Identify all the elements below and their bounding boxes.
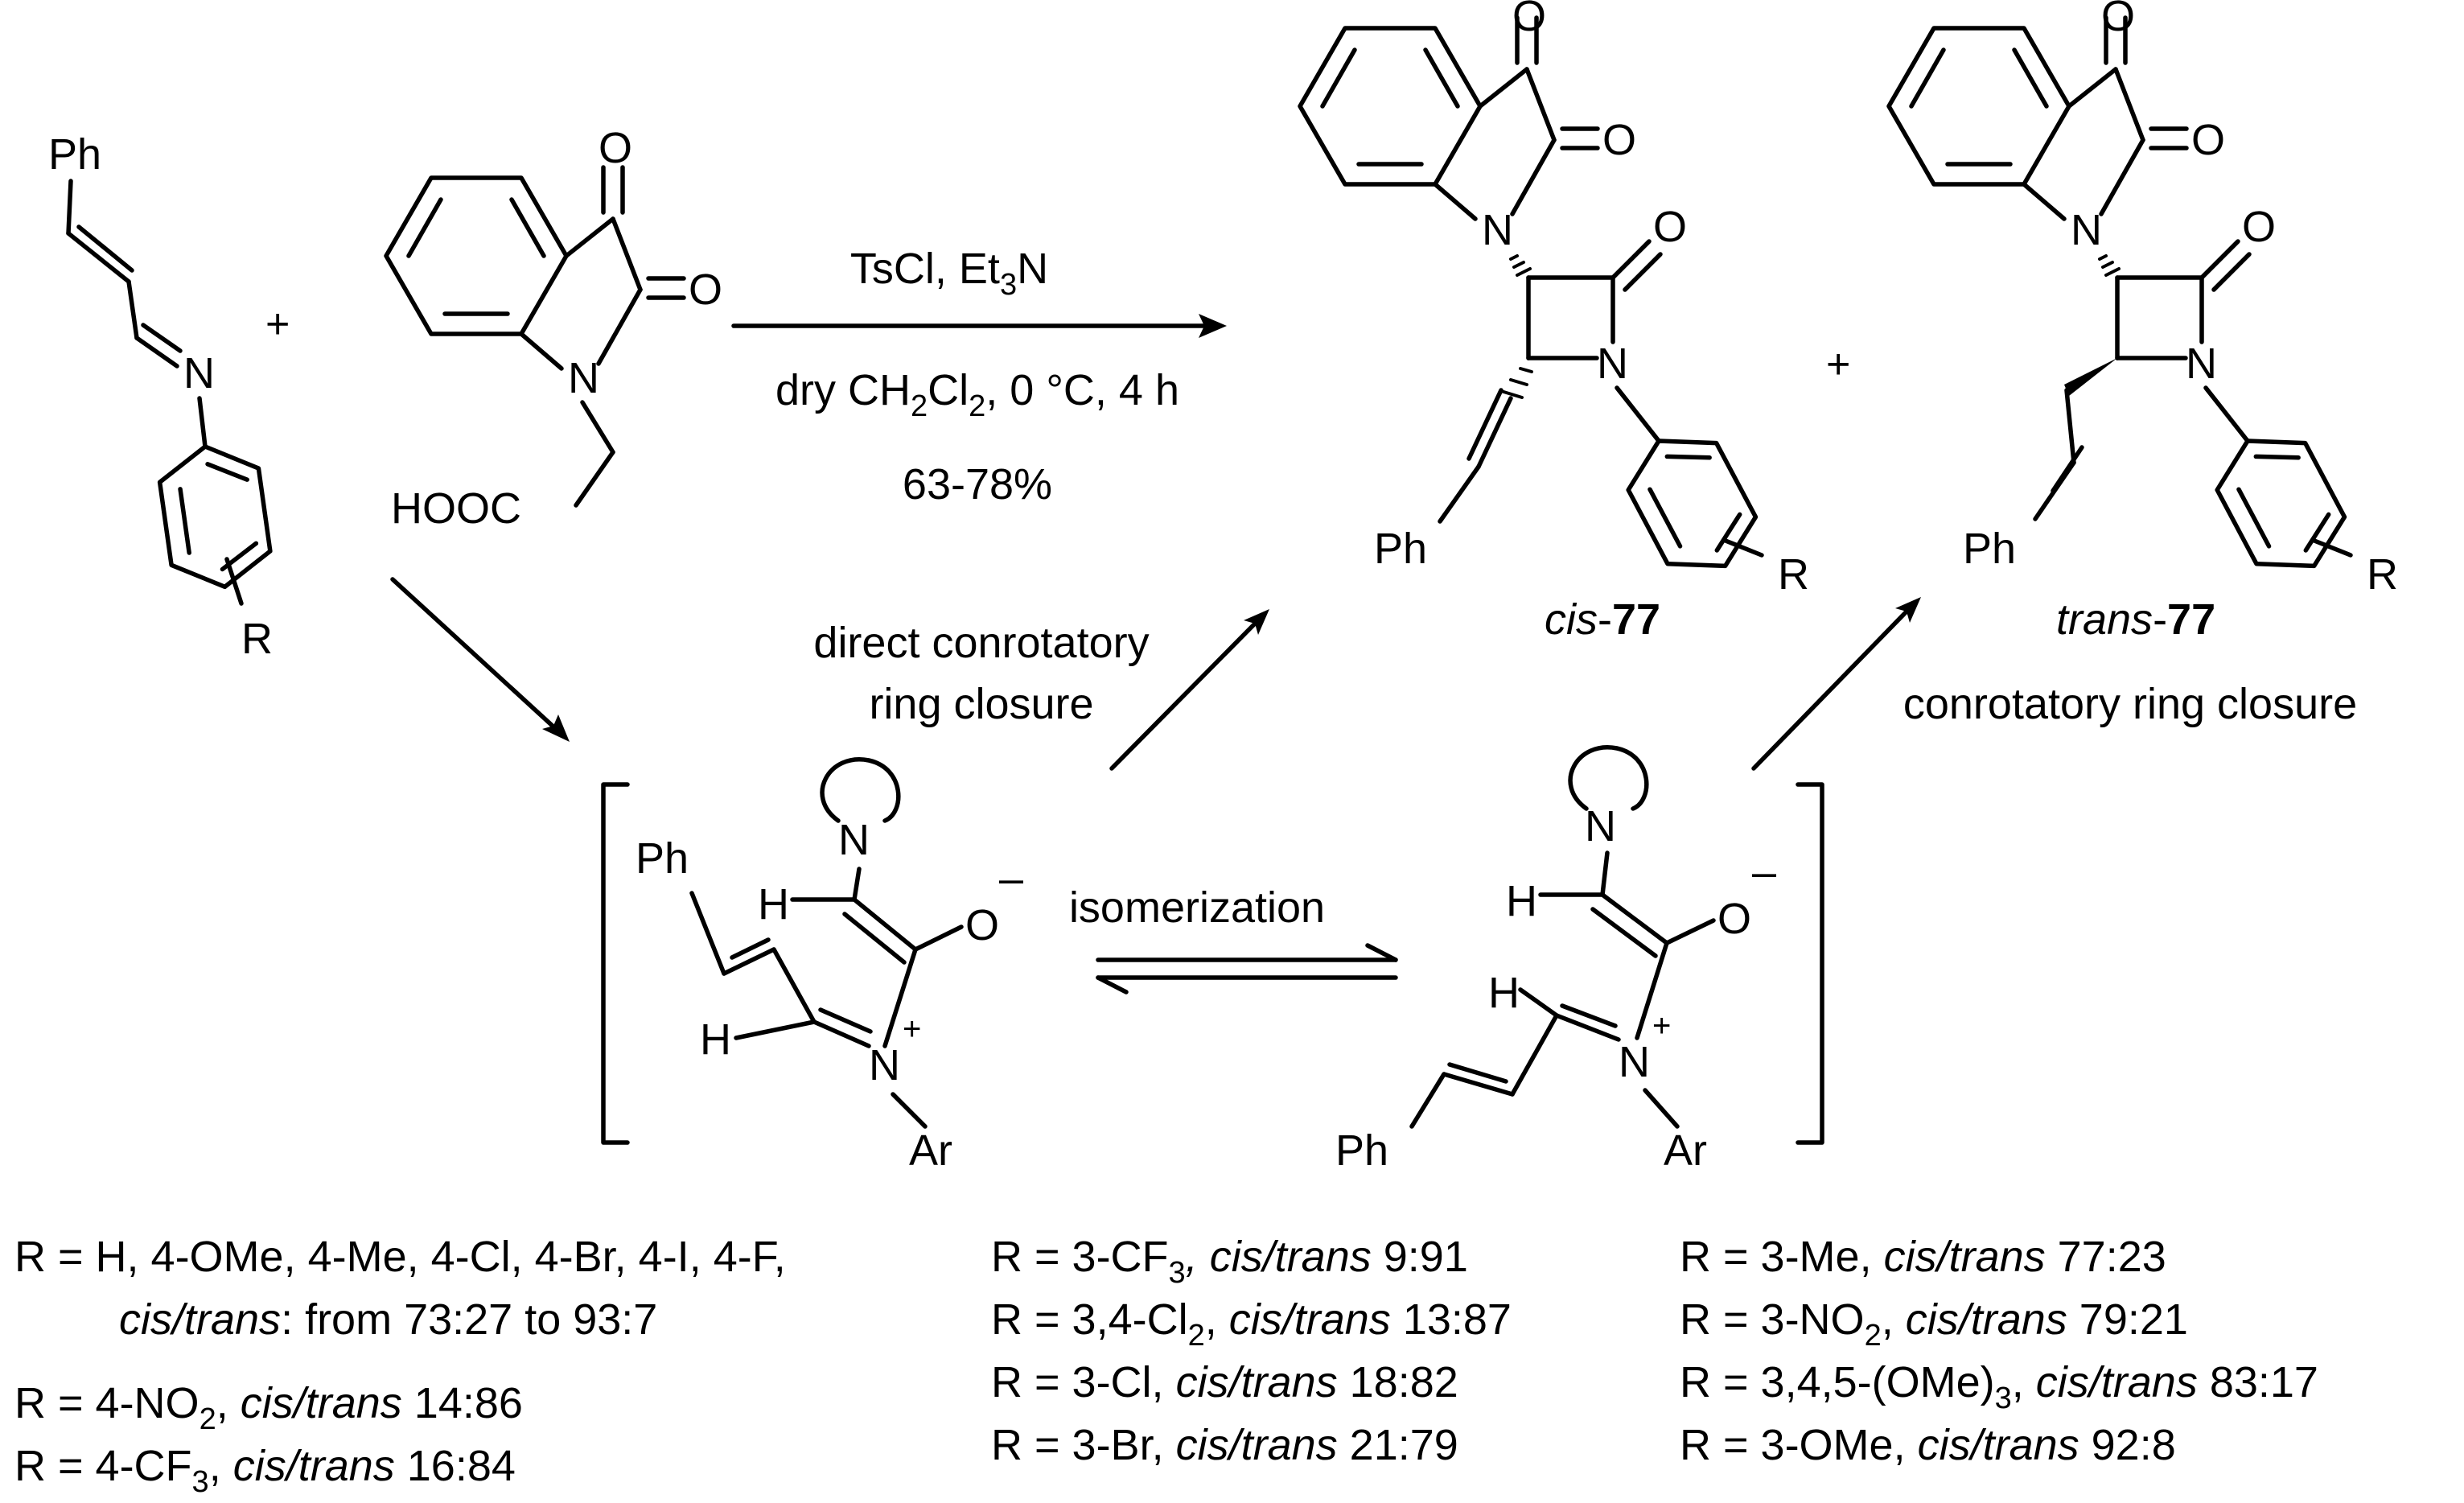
col2-row1: R = 3-CF3, cis/trans 9:91: [991, 1233, 1468, 1290]
col3-row4: R = 3-OMe, cis/trans 92:8: [1680, 1421, 2176, 1469]
right-int-plus-charge: +: [1652, 1008, 1671, 1044]
imine-n-label: N: [183, 349, 215, 397]
isomerization-label: isomerization: [1069, 883, 1325, 932]
right-int-minus: –: [1752, 848, 1776, 896]
trans-n1-label: N: [2071, 206, 2102, 254]
substituent-table: R = H, 4-OMe, 4-Me, 4-Cl, 4-Br, 4-I, 4-F…: [14, 1233, 2318, 1499]
bracket-left: [601, 782, 630, 1145]
left-int-minus: –: [999, 854, 1023, 903]
hooc-label: HOOC: [391, 484, 521, 533]
col1-row2: cis/trans: from 73:27 to 93:7: [119, 1295, 657, 1344]
col2-row4: R = 3-Br, cis/trans 21:79: [991, 1421, 1458, 1469]
trans-wedge-bond: [2064, 358, 2117, 396]
main-reaction-arrow: [731, 314, 1227, 338]
right-int-ph: Ph: [1335, 1126, 1388, 1175]
arrow-conrotatory-closure: [1751, 597, 1921, 771]
left-int-ar: Ar: [909, 1126, 952, 1175]
cis-o1-label: O: [1512, 0, 1546, 40]
left-int-o: O: [965, 901, 999, 949]
cis-n1-label: N: [1482, 206, 1513, 254]
right-int-ar: Ar: [1664, 1126, 1707, 1175]
conrotatory-closure-label: conrotatory ring closure: [1903, 680, 2357, 728]
equilibrium-arrows: [1096, 943, 1398, 994]
isatin-o1-label: O: [599, 124, 632, 172]
cis-77-label: cis-77: [1545, 595, 1660, 644]
trans-r-label: R: [2367, 550, 2398, 599]
left-int-n-ring: N: [838, 816, 870, 864]
plus-sign-products: +: [1826, 341, 1850, 388]
col3-row1: R = 3-Me, cis/trans 77:23: [1680, 1233, 2166, 1281]
trans-hash-bond: [2098, 254, 2121, 277]
right-int-ring-arc: [1568, 745, 1649, 811]
imine-ph-label: Ph: [48, 130, 101, 179]
imine-reactant: Ph N R: [48, 130, 274, 663]
direct-closure-line2: ring closure: [869, 680, 1093, 728]
isatin-n-label: N: [568, 354, 599, 402]
right-int-o: O: [1717, 895, 1751, 943]
left-int-ring-arc: [820, 757, 901, 823]
trans-ph-label: Ph: [1963, 525, 2016, 573]
conditions-solvent: dry CH2Cl2, 0 °C, 4 h: [775, 366, 1179, 423]
cis-r-label: R: [1778, 550, 1809, 599]
isatin-o2-label: O: [689, 266, 722, 314]
trans-o1-label: O: [2101, 0, 2135, 40]
bracket-right: [1796, 782, 1824, 1145]
direct-closure-line1: direct conrotatory: [813, 619, 1149, 667]
left-int-n-plus: N: [869, 1041, 900, 1089]
cis-o2-label: O: [1602, 116, 1636, 164]
right-int-h2: H: [1488, 969, 1520, 1017]
right-int-n-plus: N: [1619, 1038, 1650, 1086]
cis-hash-bond-1: [1509, 254, 1532, 277]
trans-o3-label: O: [2242, 203, 2276, 251]
left-int-h1: H: [758, 880, 789, 929]
col3-row3: R = 3,4,5-(OMe)3, cis/trans 83:17: [1680, 1358, 2318, 1415]
plus-sign-reactants: +: [265, 301, 290, 348]
left-int-ph: Ph: [636, 834, 689, 883]
col2-row3: R = 3-Cl, cis/trans 18:82: [991, 1358, 1458, 1406]
col2-row2: R = 3,4-Cl2, cis/trans 13:87: [991, 1295, 1512, 1353]
trans-77-label: trans-77: [2056, 595, 2215, 644]
trans-product: N O O O N Ph R trans-77: [1889, 0, 2398, 644]
right-intermediate: N H O – N + Ar H Ph: [1335, 745, 1776, 1175]
arrow-to-intermediate: [390, 577, 570, 742]
col1-row4: R = 4-CF3, cis/trans 16:84: [14, 1442, 516, 1499]
imine-r-label: R: [241, 615, 273, 663]
cis-o3-label: O: [1653, 203, 1687, 251]
col1-row1: R = H, 4-OMe, 4-Me, 4-Cl, 4-Br, 4-I, 4-F…: [14, 1233, 786, 1281]
left-int-plus-charge: +: [903, 1011, 921, 1047]
cis-ph-label: Ph: [1374, 525, 1427, 573]
conditions-yield: 63-78%: [903, 460, 1052, 509]
arrow-direct-closure: [1109, 609, 1269, 771]
left-intermediate: Ph H N + Ar O – H N: [636, 757, 1023, 1175]
col3-row2: R = 3-NO2, cis/trans 79:21: [1680, 1295, 2188, 1353]
cis-n2-label: N: [1597, 340, 1628, 388]
conditions-reagents: TsCl, Et3N: [850, 245, 1048, 302]
left-int-h2: H: [700, 1015, 731, 1064]
cis-hash-bond-2: [1499, 367, 1533, 399]
isatin-acid-reactant: N O O HOOC: [386, 124, 722, 533]
right-int-n-ring: N: [1585, 802, 1616, 850]
col1-row3: R = 4-NO2, cis/trans 14:86: [14, 1379, 523, 1436]
right-int-h1: H: [1506, 877, 1537, 925]
trans-o2-label: O: [2191, 116, 2225, 164]
cis-product: N O O O N Ph R: [1300, 0, 1809, 644]
trans-n2-label: N: [2186, 340, 2217, 388]
